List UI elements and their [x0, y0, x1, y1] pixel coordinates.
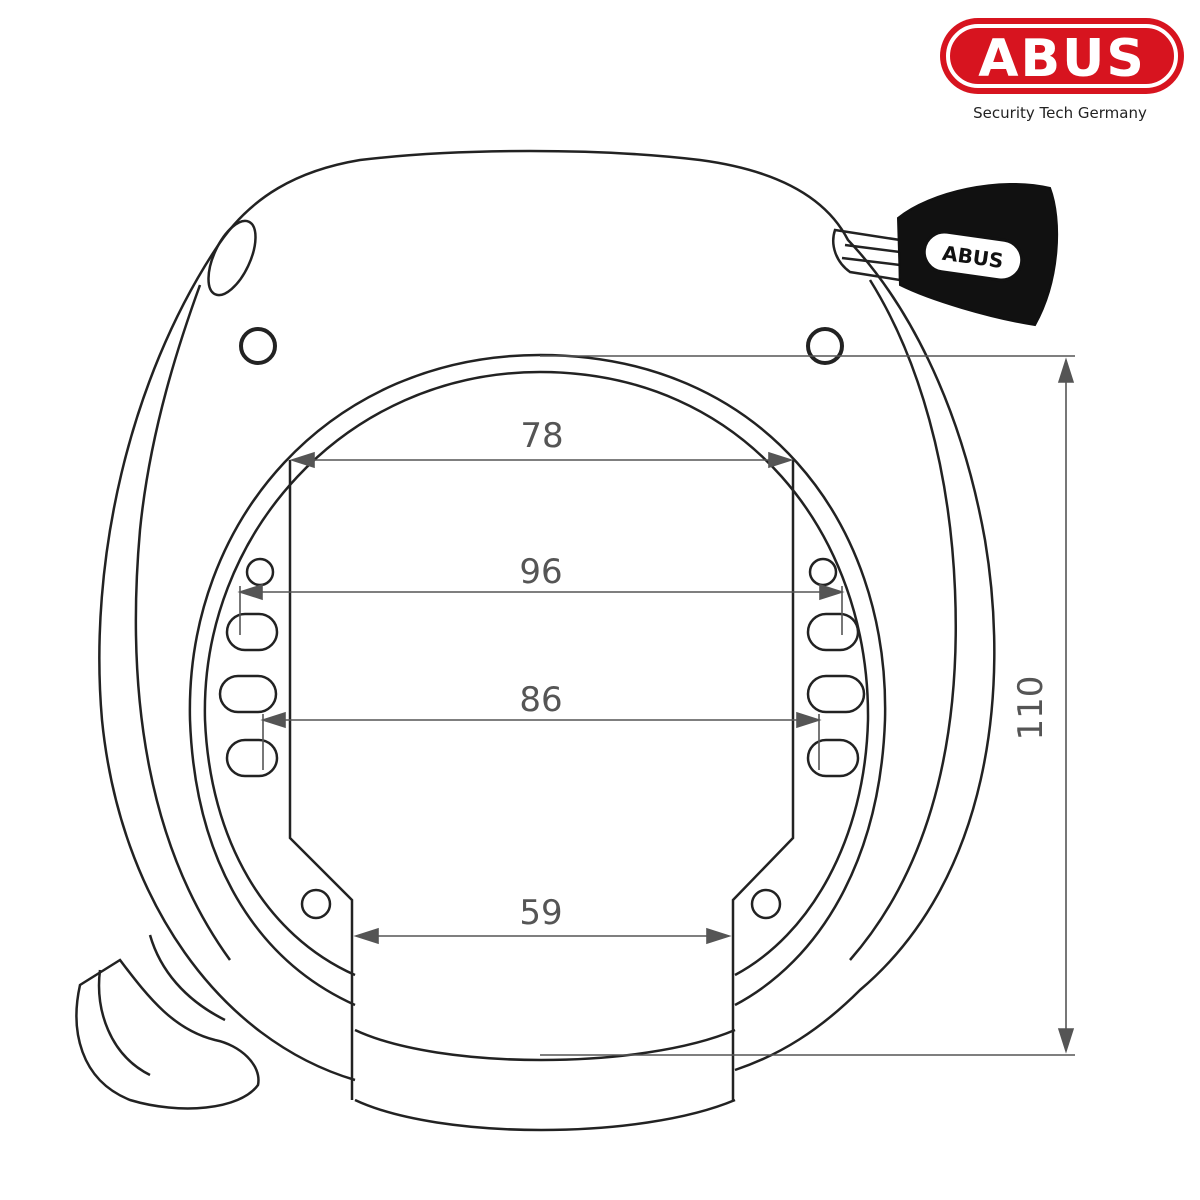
dimension-lines — [237, 355, 1075, 1056]
shackle-arc-outer — [354, 1098, 736, 1132]
left-jaw — [288, 460, 354, 1100]
key: ABUS — [896, 182, 1059, 327]
mount-hole-top-right — [806, 327, 844, 365]
key-cylinder-line-2 — [841, 256, 901, 267]
release-lever — [75, 958, 260, 1110]
dimension-labels: 78 96 86 59 110 — [519, 416, 1051, 933]
dim-arrow-96-left — [237, 583, 263, 601]
mount-hole-top-left — [239, 327, 277, 365]
dim-label-110: 110 — [1011, 676, 1051, 741]
key-cylinder — [832, 228, 902, 282]
ring-opening-outer — [188, 353, 887, 1007]
dim-label-86: 86 — [519, 680, 562, 720]
logo-tagline: Security Tech Germany — [973, 104, 1147, 122]
dim-arrow-110-bottom — [1057, 1028, 1075, 1054]
abus-logo: ABUS Security Tech Germany — [940, 18, 1184, 122]
shackle-arc-inner — [354, 1028, 736, 1062]
hole-right-2 — [750, 888, 782, 920]
dim-arrow-78-left — [289, 451, 315, 469]
housing-inner-edge — [134, 284, 232, 961]
dim-arrow-78-right — [768, 451, 794, 469]
dim-label-96: 96 — [519, 552, 562, 592]
housing-outline — [98, 149, 996, 1082]
lever-stem — [148, 934, 226, 1022]
key-logo-badge — [922, 230, 1024, 282]
logo-badge-inner-ring — [946, 24, 1178, 88]
dim-arrow-59-left — [353, 927, 379, 945]
dim-arrow-96-right — [819, 583, 845, 601]
dim-arrow-86-right — [796, 711, 822, 729]
hole-left-2 — [300, 888, 332, 920]
hole-left-1 — [245, 557, 275, 587]
right-jaw — [731, 460, 795, 1100]
slot-left-1 — [225, 612, 279, 652]
logo-badge — [940, 18, 1184, 94]
top-slot — [207, 219, 257, 297]
release-lever-inner — [97, 969, 151, 1077]
dim-arrow-59-right — [706, 927, 732, 945]
ring-opening-inner — [203, 370, 870, 977]
lock-body — [75, 149, 996, 1132]
dim-arrow-110-top — [1057, 357, 1075, 383]
hole-right-1 — [808, 557, 838, 587]
housing-inner-edge-right — [849, 279, 957, 961]
slot-right-1 — [806, 612, 860, 652]
slot-left-3 — [225, 738, 279, 778]
slot-left-2 — [218, 674, 278, 714]
slot-right-2 — [806, 674, 866, 714]
dim-label-59: 59 — [519, 893, 562, 933]
slot-right-3 — [806, 738, 860, 778]
logo-text: ABUS — [978, 29, 1146, 89]
dim-label-78: 78 — [520, 416, 563, 456]
key-cylinder-line-1 — [844, 243, 901, 254]
dim-arrow-86-left — [260, 711, 286, 729]
